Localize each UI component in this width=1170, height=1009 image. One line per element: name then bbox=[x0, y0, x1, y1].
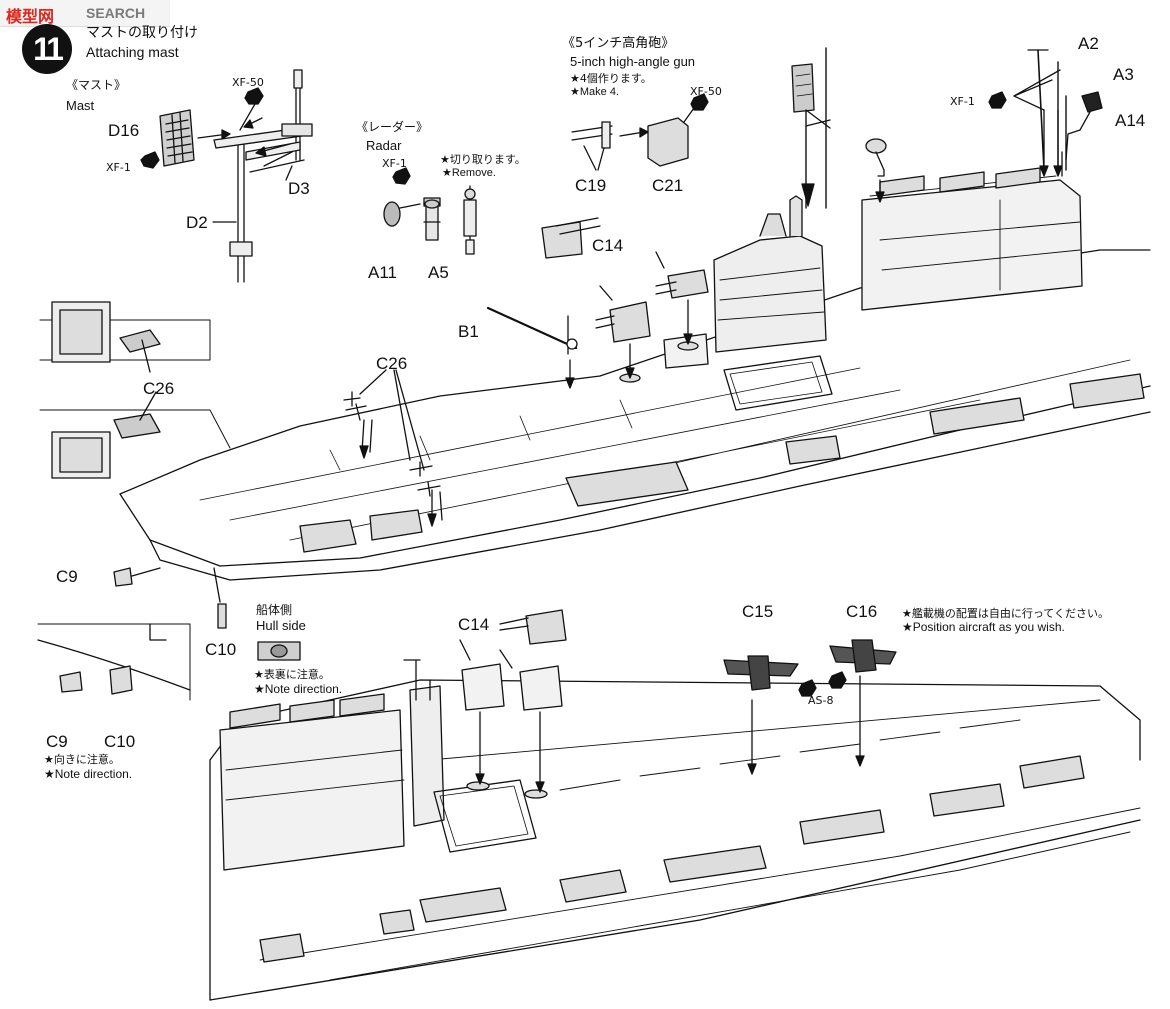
part-label-c26-upper: C26 bbox=[376, 354, 408, 373]
paint-label-xf50-gun: XF-50 bbox=[690, 85, 722, 98]
step-title-en: Attaching mast bbox=[86, 44, 179, 60]
part-label-c21: C21 bbox=[652, 176, 684, 195]
part-label-d16: D16 bbox=[108, 121, 140, 140]
watermark: 模型网 SEARCH bbox=[0, 0, 170, 27]
part-label-c16: C16 bbox=[846, 602, 878, 621]
mast-assembly-drawing bbox=[141, 70, 312, 282]
part-label-b1: B1 bbox=[458, 322, 479, 341]
detail-note-ja: ★向きに注意。 bbox=[44, 753, 120, 766]
radar-note-en: ★Remove. bbox=[442, 167, 496, 179]
hull-side-part-drawing bbox=[258, 642, 300, 660]
paint-label-xf1-upper: XF-1 bbox=[950, 95, 975, 108]
upper-carrier-drawing bbox=[114, 48, 1150, 628]
part-label-a5: A5 bbox=[428, 263, 449, 282]
hull-side-note-ja: ★表裏に注意。 bbox=[254, 668, 330, 681]
part-label-c19: C19 bbox=[575, 176, 607, 195]
part-label-c10-upper: C10 bbox=[205, 640, 237, 659]
aircraft-note-ja: ★艦載機の配置は自由に行ってください。 bbox=[902, 607, 1109, 620]
hull-side-label-ja: 船体側 bbox=[256, 603, 293, 617]
hull-side-label-en: Hull side bbox=[256, 618, 306, 633]
paint-label-xf1-mast: XF-1 bbox=[106, 161, 131, 174]
radar-header-ja: 《レーダー》 bbox=[356, 120, 429, 134]
paint-label-xf1-radar: XF-1 bbox=[382, 157, 407, 170]
radar-header-en: Radar bbox=[366, 138, 402, 153]
part-label-c9-upper: C9 bbox=[56, 567, 78, 586]
mast-header-en: Mast bbox=[66, 98, 95, 113]
part-label-a11: A11 bbox=[368, 263, 397, 282]
gun-header-en: 5-inch high-angle gun bbox=[570, 54, 696, 69]
gun-header-ja: 《5インチ高角砲》 bbox=[562, 36, 675, 51]
part-label-c15: C15 bbox=[742, 602, 774, 621]
mast-header-ja: 《マスト》 bbox=[66, 78, 127, 92]
part-label-c26-detail: C26 bbox=[143, 379, 175, 398]
lower-carrier-drawing bbox=[210, 610, 1140, 1000]
part-label-c9-detail: C9 bbox=[46, 732, 68, 751]
radar-assembly-drawing bbox=[384, 168, 476, 254]
step-title-ja: マストの取り付け bbox=[86, 25, 198, 41]
part-label-a2: A2 bbox=[1078, 34, 1099, 53]
part-label-d2: D2 bbox=[186, 213, 208, 232]
radar-note-ja: ★切り取ります。 bbox=[440, 153, 526, 166]
aircraft-note-en: ★Position aircraft as you wish. bbox=[902, 620, 1065, 634]
part-label-a14: A14 bbox=[1115, 111, 1146, 130]
watermark-en: SEARCH bbox=[86, 5, 146, 21]
paint-label-as8: AS-8 bbox=[808, 694, 834, 707]
part-label-c14-upper: C14 bbox=[592, 236, 624, 255]
watermark-cn: 模型网 bbox=[6, 7, 55, 26]
part-label-d3: D3 bbox=[288, 179, 310, 198]
step-number-badge: 11 bbox=[22, 24, 72, 74]
part-label-a3: A3 bbox=[1113, 65, 1134, 84]
gun-note-ja: ★4個作ります。 bbox=[570, 72, 652, 85]
part-label-c10-detail: C10 bbox=[104, 732, 136, 751]
gun-note-en: ★Make 4. bbox=[570, 86, 619, 98]
hull-side-note-en: ★Note direction. bbox=[254, 682, 343, 696]
left-detail-insets bbox=[38, 302, 230, 700]
detail-note-en: ★Note direction. bbox=[44, 767, 133, 781]
gun-assembly-drawing bbox=[572, 94, 708, 170]
part-label-c14-lower: C14 bbox=[458, 615, 490, 634]
paint-label-xf50-mast: XF-50 bbox=[232, 76, 264, 89]
